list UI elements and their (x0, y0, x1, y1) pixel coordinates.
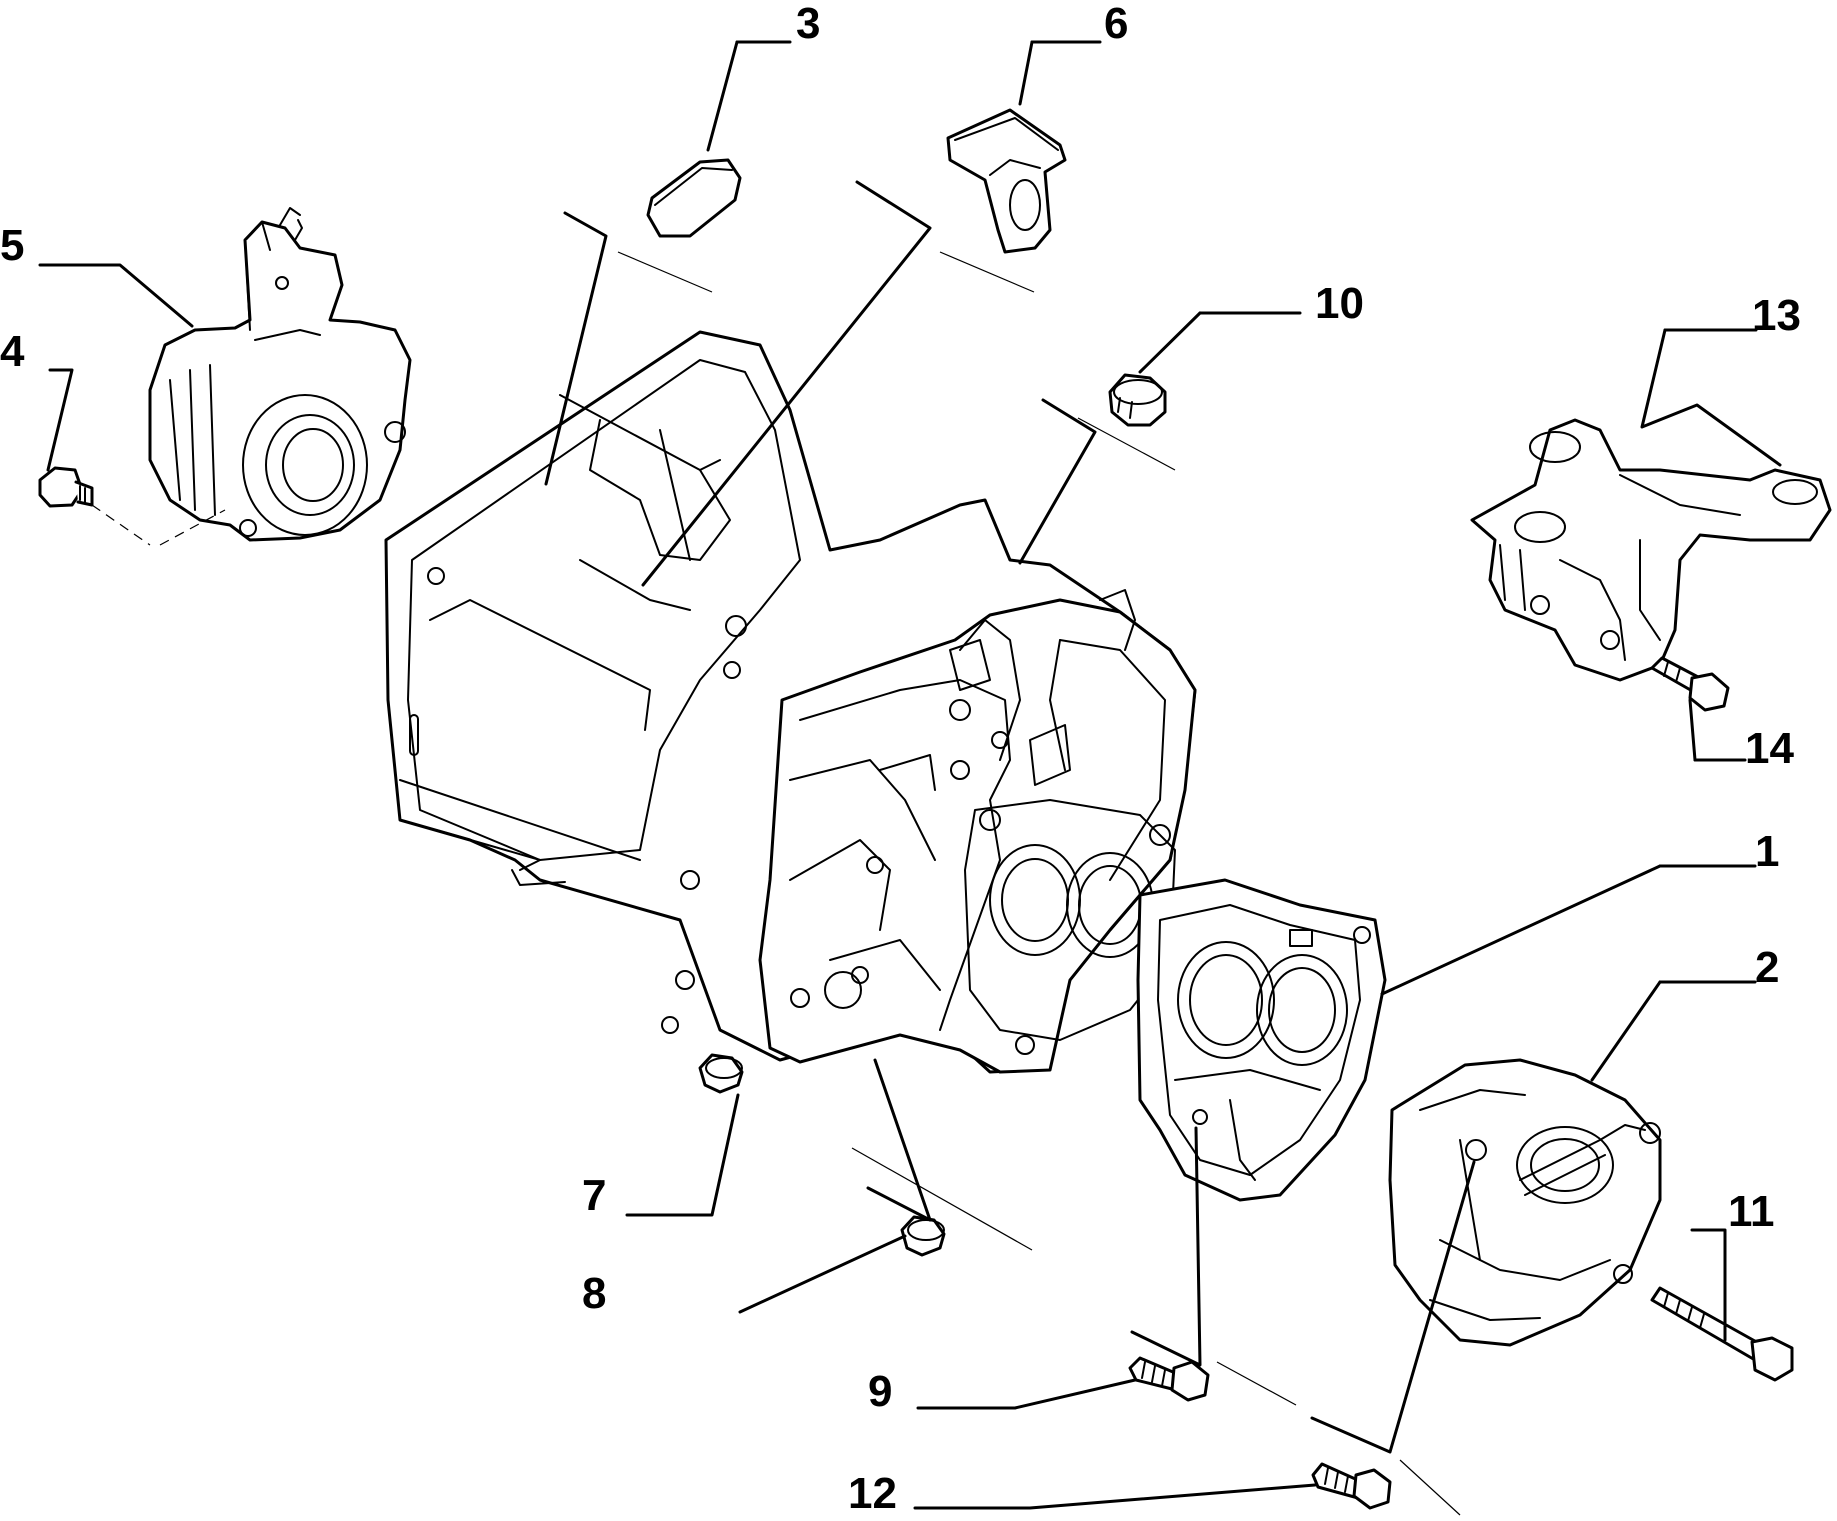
callout-5: 5 (0, 221, 24, 270)
callout-8: 8 (582, 1269, 606, 1318)
callout-labels: 1 2 3 4 5 6 7 8 9 10 11 12 13 14 (0, 0, 1801, 1518)
engine-mount-bracket (1470, 418, 1832, 682)
callout-14: 14 (1745, 724, 1794, 773)
mounting-bracket-small (946, 108, 1067, 254)
callout-1: 1 (1755, 827, 1779, 876)
long-bolt-11 (1650, 1286, 1794, 1382)
plug-small-10 (1108, 373, 1167, 427)
gearbox-housing (384, 330, 1197, 1074)
bolt-9 (1128, 1356, 1210, 1402)
callout-4: 4 (0, 327, 25, 376)
callout-12: 12 (848, 1469, 897, 1518)
bolt-14 (1650, 656, 1730, 712)
end-cover-plate (1136, 878, 1387, 1202)
bolt-12 (1311, 1462, 1392, 1510)
differential-cover (1388, 1058, 1662, 1347)
bolt-slave-cylinder (38, 466, 94, 508)
callout-9: 9 (868, 1367, 892, 1416)
assembly-reference-lines (91, 251, 1461, 1516)
callout-3: 3 (796, 0, 820, 48)
rubber-plug (646, 158, 742, 238)
callout-10: 10 (1315, 279, 1364, 328)
callout-11: 11 (1728, 1187, 1775, 1236)
callout-7: 7 (582, 1171, 606, 1220)
plug-small-8 (900, 1215, 946, 1257)
leader-lines (38, 40, 1782, 1510)
callout-6: 6 (1104, 0, 1128, 48)
callout-13: 13 (1752, 291, 1801, 340)
clutch-slave-cylinder (148, 207, 412, 542)
callout-2: 2 (1755, 943, 1779, 992)
plug-small-7 (698, 1053, 744, 1094)
